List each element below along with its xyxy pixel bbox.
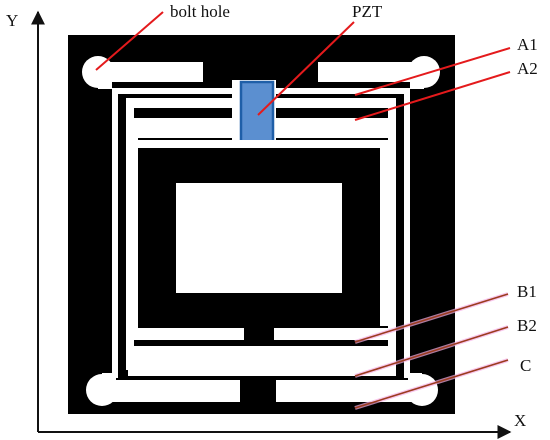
leader-b1-core: [354, 293, 509, 343]
flexure-b1-left: [134, 328, 244, 340]
flexure-a2-right: [276, 118, 388, 138]
y-axis-label: Y: [6, 11, 18, 30]
leader-a2: [354, 71, 511, 121]
pzt-actuator: [239, 80, 275, 146]
label-b1: B1: [517, 282, 537, 301]
bolt-hole-bottom-left: [86, 373, 240, 406]
label-b2: B2: [517, 316, 537, 335]
slot-left-outer: [112, 88, 118, 378]
leader-a1: [354, 47, 511, 96]
leader-bolt-hole: [95, 11, 164, 71]
slot-top-left-outer: [112, 88, 232, 94]
leader-b2-core: [354, 326, 509, 377]
x-axis-label: X: [514, 411, 526, 430]
flexure-a1-right: [276, 98, 388, 108]
slot-right-inner: [388, 98, 396, 370]
flexure-b2: [128, 346, 396, 376]
label-bolt-hole: bolt hole: [170, 2, 230, 21]
bolt-hole-top-left: [82, 56, 203, 89]
flexure-b1-right: [274, 328, 394, 340]
flexure-a1-left: [132, 98, 232, 108]
label-a2: A2: [517, 59, 538, 78]
leader-pzt: [257, 21, 355, 116]
flexure-a2-left: [132, 118, 232, 138]
slot-top-right-outer: [276, 88, 410, 94]
label-a1: A1: [517, 35, 538, 54]
label-pzt: PZT: [352, 2, 383, 21]
leader-c-core: [354, 359, 509, 409]
central-window: [176, 183, 342, 293]
slot-right-outer: [404, 88, 410, 378]
slot-left-inner: [126, 98, 134, 370]
label-c: C: [520, 356, 531, 375]
platform-slot-left: [134, 138, 138, 334]
